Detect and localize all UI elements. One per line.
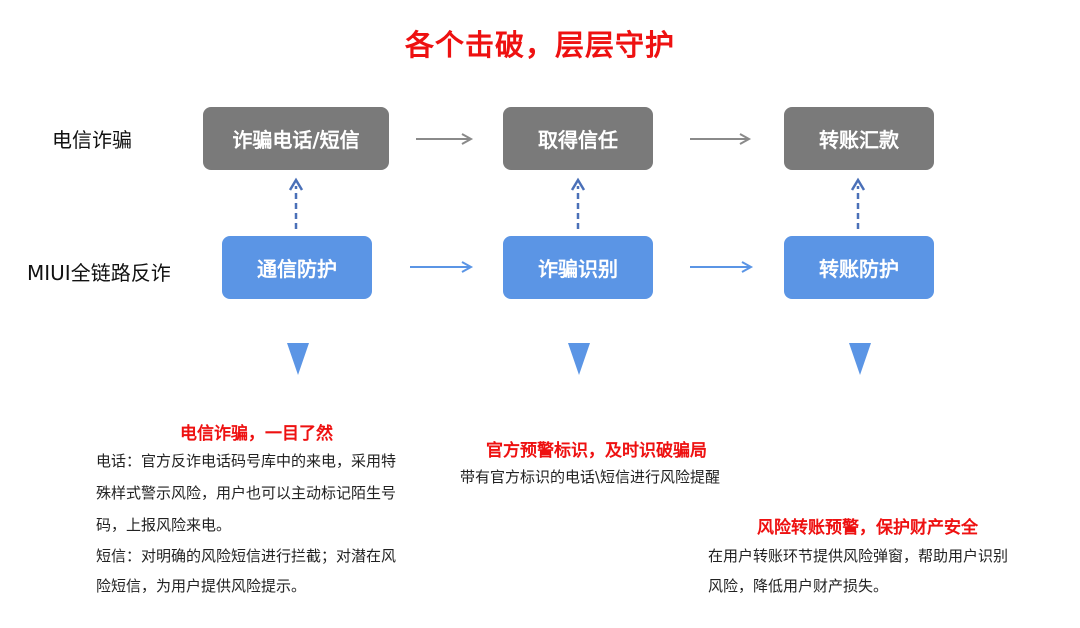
panel-1-line-5: 险短信，为用户提供风险提示。: [96, 577, 307, 595]
page-title: 各个击破，层层守护: [404, 28, 675, 62]
panel-1-line-3: 码，上报风险来电。: [96, 516, 232, 534]
dashed-arrow-up-1: [288, 177, 304, 229]
panel-3-line-2: 风险，降低用户财产损失。: [708, 577, 889, 595]
arrow-top-2: [690, 133, 752, 145]
panel-3-title: 风险转账预警，保护财产安全: [757, 518, 978, 538]
box-fraud-call-sms: 诈骗电话/短信: [203, 107, 389, 170]
down-triangle-3: [849, 343, 871, 375]
down-triangle-1: [287, 343, 309, 375]
row-label-miui-anti-fraud: MIUI全链路反诈: [27, 261, 171, 285]
box-transfer-money: 转账汇款: [784, 107, 934, 170]
box-communication-protection: 通信防护: [222, 236, 372, 299]
dashed-arrow-up-2: [570, 177, 586, 229]
box-gain-trust: 取得信任: [503, 107, 653, 170]
panel-1-line-1: 电话：官方反诈电话码号库中的来电，采用特: [96, 452, 397, 470]
arrow-bottom-2: [690, 261, 754, 273]
panel-1-line-4: 短信：对明确的风险短信进行拦截；对潜在风: [96, 547, 397, 565]
arrow-top-1: [416, 133, 474, 145]
down-triangle-2: [568, 343, 590, 375]
box-fraud-recognition: 诈骗识别: [503, 236, 653, 299]
panel-3-line-1: 在用户转账环节提供风险弹窗，帮助用户识别: [708, 547, 1009, 565]
panel-1-title: 电信诈骗，一目了然: [180, 424, 333, 444]
panel-2-title: 官方预警标识，及时识破骗局: [486, 441, 707, 461]
panel-1-line-2: 殊样式警示风险，用户也可以主动标记陌生号: [96, 484, 397, 502]
panel-2-line-1: 带有官方标识的电话\短信进行风险提醒: [460, 468, 721, 486]
box-transfer-protection: 转账防护: [784, 236, 934, 299]
dashed-arrow-up-3: [850, 177, 866, 229]
row-label-telecom-fraud: 电信诈骗: [52, 128, 132, 152]
arrow-bottom-1: [410, 261, 474, 273]
